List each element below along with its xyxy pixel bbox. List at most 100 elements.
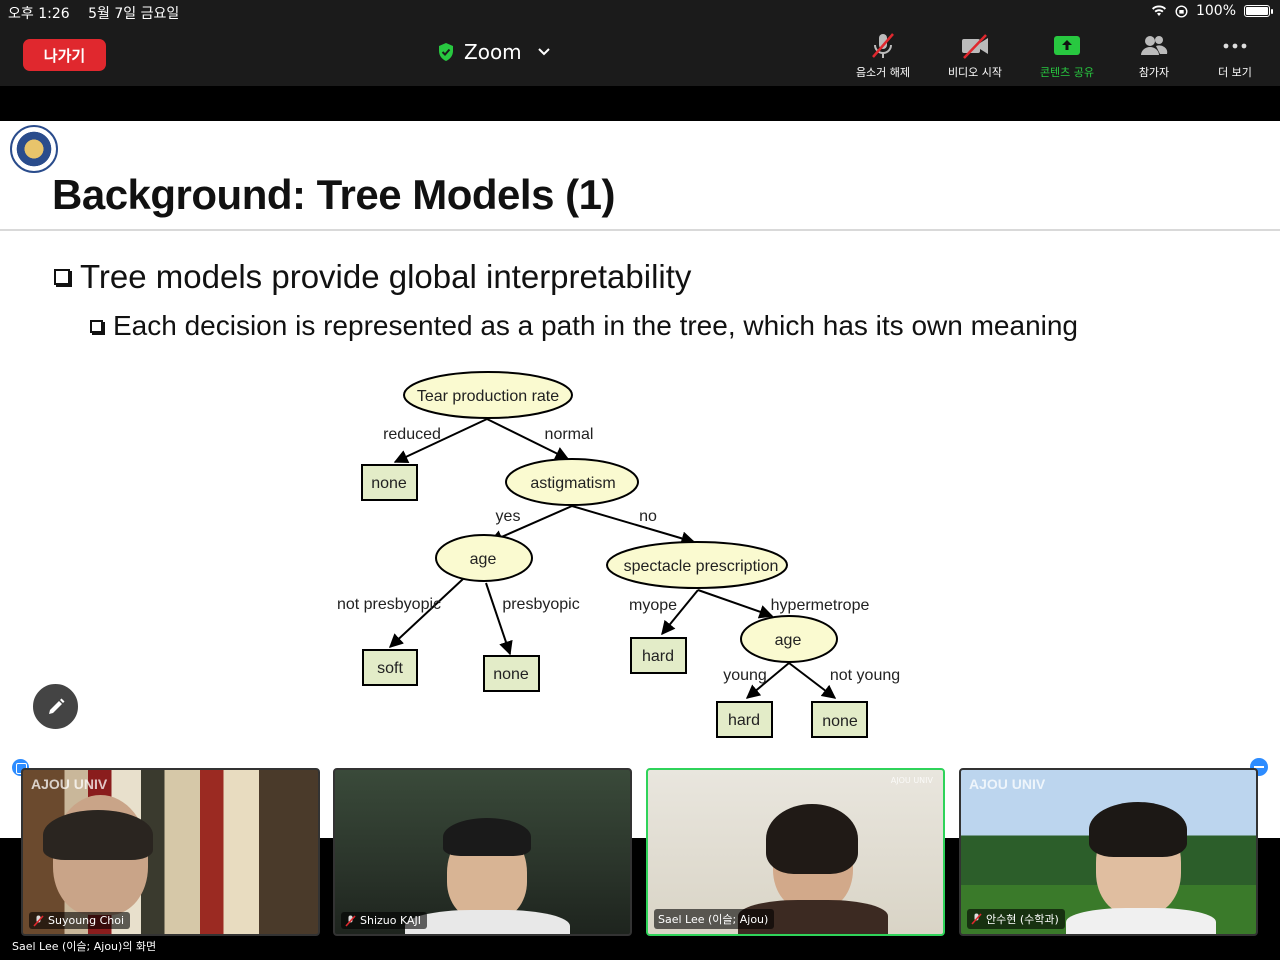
bullet-2-text: Each decision is represented as a path i… [113,310,1079,341]
status-bar-left: 오후 1:26 5월 7일 금요일 [8,3,193,23]
video-tile-active-speaker[interactable]: AJOU UNIV Sael Lee (이슬; Ajou) [646,768,945,936]
more-label: 더 보기 [1218,66,1252,79]
shield-check-icon [439,43,453,61]
leaf-hard [630,637,687,674]
status-bar-right: 100% [1151,3,1273,19]
start-video-button[interactable]: 비디오 시작 [930,32,1020,82]
leaf-label: none [822,713,858,730]
unmute-label: 음소거 해제 [855,66,911,79]
checkbox-bullet-icon [54,269,70,285]
pencil-icon [48,698,64,714]
participant-hair [43,810,153,860]
edge-label: no [639,508,657,525]
video-off-icon [962,34,988,59]
annotate-button[interactable] [31,682,80,731]
unmute-button[interactable]: 음소거 해제 [838,32,928,82]
leaf-none [361,464,418,501]
edge-line [393,418,488,464]
tile-watermark: AJOU UNIV [890,776,933,785]
meeting-title-dropdown[interactable]: Zoom [438,38,550,66]
participant-name: Suyoung Choi [48,914,125,927]
edge-label: reduced [383,426,441,443]
checkbox-bullet-icon [90,319,103,333]
status-time: 오후 1:26 [8,6,70,22]
edge-line [697,589,774,619]
edge-line [788,662,837,699]
node-label: age [775,632,802,649]
participant-name-tag: Sael Lee (이슬; Ajou) [654,909,775,929]
edge-label: yes [496,508,521,525]
share-content-label: 콘텐츠 공유 [1039,66,1095,79]
bullet-1-text: Tree models provide global interpretabil… [80,258,692,295]
edge-label: presbyopic [502,596,579,613]
node-astigmatism [505,458,639,506]
title-divider [0,229,1280,231]
participant-hair [1089,802,1187,857]
participant-name-tag: 안수현 (수학과) [967,909,1065,929]
shared-screen-slide: Background: Tree Models (1) Tree models … [0,121,1280,838]
leaf-label: none [493,666,529,683]
status-date: 5월 7일 금요일 [88,6,180,22]
leaf-label: hard [642,648,674,665]
edge-line [388,578,464,648]
share-screen-icon [1054,36,1080,55]
orientation-lock-icon [1175,4,1188,18]
edge-line [661,589,699,636]
chevron-down-icon [537,48,550,56]
participant-shirt [1066,908,1216,934]
battery-icon [1244,5,1273,17]
edge-label: young [723,667,767,684]
start-video-label: 비디오 시작 [947,66,1003,79]
edge-label: normal [545,426,594,443]
slide-title: Background: Tree Models (1) [52,171,615,218]
node-age [435,534,533,582]
leaf-label: soft [377,660,403,677]
node-label: Tear production rate [417,388,559,405]
battery-percent: 100% [1195,3,1236,19]
leaf-soft [362,649,418,686]
edge-line [571,505,696,546]
edge-line [745,662,790,699]
decision-tree-diagram: Tear production rate astigmatism age spe… [337,371,900,738]
node-age-2 [740,615,838,663]
microphone-muted-icon [872,33,894,58]
video-tile[interactable]: Shizuo KAJI [333,768,632,936]
participants-label: 참가자 [1138,66,1170,79]
wifi-icon [1151,5,1166,16]
leaf-none [483,655,540,692]
microphone-muted-icon [345,914,356,927]
participant-hair [766,804,858,874]
video-tile[interactable]: AJOU UNIV Suyoung Choi [21,768,320,936]
leaf-label: hard [728,712,760,729]
more-button[interactable]: 더 보기 [1190,32,1280,82]
participant-shirt [405,910,570,934]
participant-name: Shizuo KAJI [360,914,422,927]
tile-watermark: AJOU UNIV [969,776,1046,792]
letterbox-top [0,86,1280,121]
share-content-button[interactable]: 콘텐츠 공유 [1022,32,1112,82]
video-tile[interactable]: AJOU UNIV 안수현 (수학과) [959,768,1258,936]
leaf-hard [716,701,773,738]
edge-label: not presbyopic [337,596,441,613]
node-label: age [470,551,497,568]
edge-label: myope [629,597,677,614]
edge-line [485,582,513,656]
edge-line [486,418,570,460]
participants-icon [1141,36,1168,55]
tile-watermark: AJOU UNIV [31,776,108,792]
leave-button[interactable]: 나가기 [23,39,106,71]
node-label: astigmatism [530,475,615,492]
edge-label: hypermetrope [771,597,870,614]
bullet-level-2: Each decision is represented as a path i… [90,310,1078,342]
university-logo [10,125,58,173]
bullet-level-1: Tree models provide global interpretabil… [54,258,691,296]
edge-label: not young [830,667,900,684]
participant-name-tag: Shizuo KAJI [341,912,428,929]
node-tear-production-rate [403,371,573,419]
participant-hair [443,818,531,856]
node-spectacle-prescription [606,541,788,589]
top-bar: 오후 1:26 5월 7일 금요일 100% 나가기 Zoom [0,0,1280,86]
participants-button[interactable]: 참가자 [1109,32,1199,82]
participant-name-tag: Suyoung Choi [29,912,131,929]
participant-name: Sael Lee (이슬; Ajou) [658,913,769,926]
